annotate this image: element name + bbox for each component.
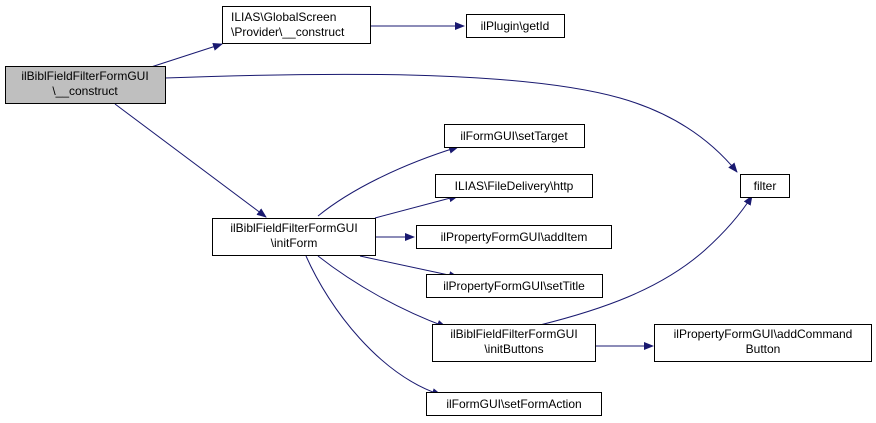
svg-text:ilBiblFieldFilterFormGUI: ilBiblFieldFilterFormGUI (21, 69, 148, 83)
edge-initform-to-initbuttons (317, 255, 447, 328)
node-settarget[interactable]: ilFormGUI\setTarget (444, 124, 585, 148)
node-root: ilBiblFieldFilterFormGUI \__construct (5, 66, 166, 104)
node-settitle[interactable]: ilPropertyFormGUI\setTitle (426, 274, 603, 298)
svg-text:Button: Button (746, 342, 781, 356)
svg-text:ilPlugin\getId: ilPlugin\getId (481, 19, 550, 33)
node-filter[interactable]: filter (740, 174, 790, 198)
node-additem[interactable]: ilPropertyFormGUI\addItem (416, 225, 612, 249)
node-initbuttons[interactable]: ilBiblFieldFilterFormGUI \initButtons (432, 324, 596, 362)
svg-text:ilBiblFieldFilterFormGUI: ilBiblFieldFilterFormGUI (450, 327, 577, 341)
edge-initform-to-settarget (317, 145, 459, 217)
svg-text:\initButtons: \initButtons (484, 342, 543, 356)
svg-text:ilPropertyFormGUI\addItem: ilPropertyFormGUI\addItem (441, 230, 588, 244)
node-addcommandbutton[interactable]: ilPropertyFormGUI\addCommand Button (654, 324, 872, 362)
svg-text:ilFormGUI\setTarget: ilFormGUI\setTarget (460, 129, 568, 143)
svg-text:ilPropertyFormGUI\addCommand: ilPropertyFormGUI\addCommand (674, 327, 853, 341)
svg-text:\initForm: \initForm (271, 236, 318, 250)
edge-initform-to-http (374, 194, 459, 219)
node-http[interactable]: ILIAS\FileDelivery\http (435, 174, 593, 198)
edge-root-to-initform (114, 103, 267, 218)
svg-text:filter: filter (754, 179, 777, 193)
svg-text:ILIAS\GlobalScreen: ILIAS\GlobalScreen (231, 10, 336, 24)
svg-text:ilBiblFieldFilterFormGUI: ilBiblFieldFilterFormGUI (230, 221, 357, 235)
svg-text:\Provider\__construct: \Provider\__construct (231, 25, 345, 39)
edge-initform-to-settitle (359, 255, 459, 280)
edge-initbuttons-to-filter (539, 195, 753, 326)
node-plugin-getid[interactable]: ilPlugin\getId (466, 14, 565, 38)
node-initform[interactable]: ilBiblFieldFilterFormGUI \initForm (212, 218, 376, 256)
svg-text:ILIAS\FileDelivery\http: ILIAS\FileDelivery\http (455, 179, 574, 193)
edge-root-to-filter (164, 73, 738, 173)
svg-text:ilFormGUI\setFormAction: ilFormGUI\setFormAction (446, 397, 581, 411)
node-provider-construct[interactable]: ILIAS\GlobalScreen \Provider\__construct (222, 6, 371, 44)
svg-text:ilPropertyFormGUI\setTitle: ilPropertyFormGUI\setTitle (443, 279, 585, 293)
svg-text:\__construct: \__construct (52, 84, 118, 98)
edge-root-to-provider (147, 42, 223, 69)
edge-initform-to-setformaction (305, 255, 442, 396)
node-setformaction[interactable]: ilFormGUI\setFormAction (426, 392, 602, 416)
